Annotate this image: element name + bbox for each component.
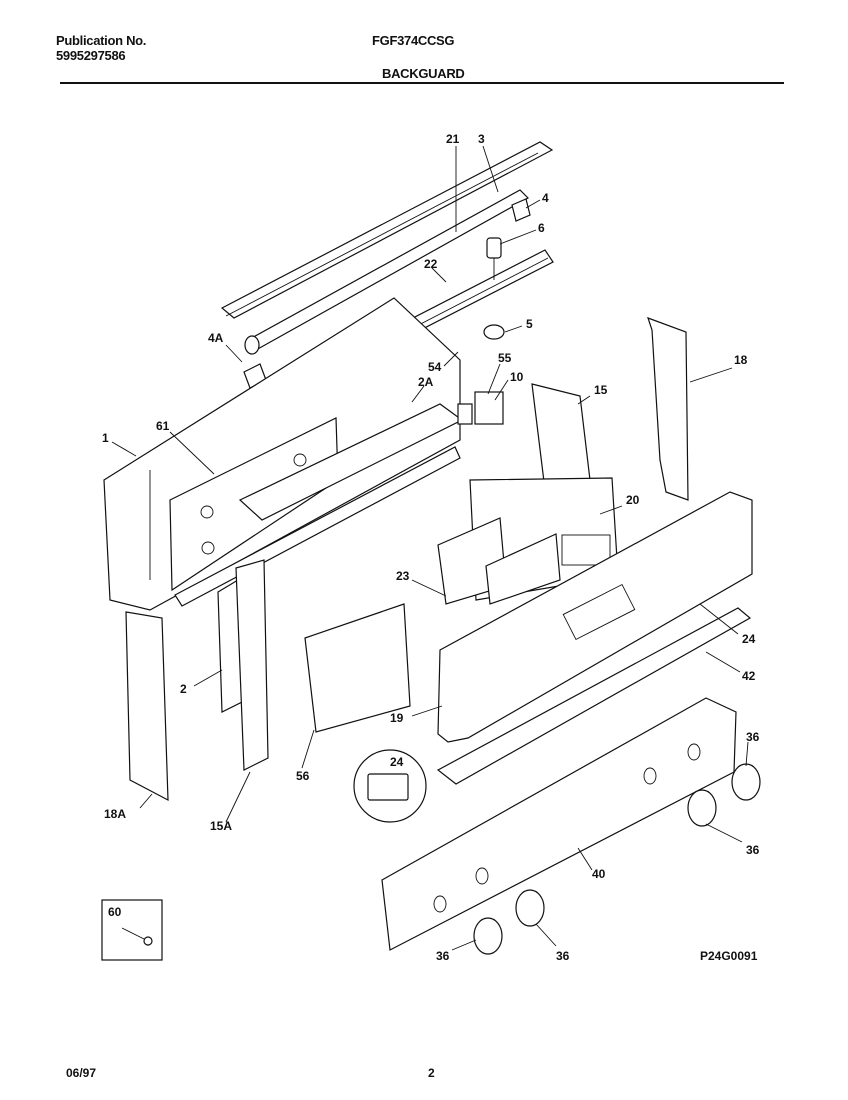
callout-40: 40 bbox=[592, 867, 606, 881]
footer-date: 06/97 bbox=[66, 1066, 97, 1080]
callout-2a: 2A bbox=[418, 375, 434, 389]
part-40-manifold-panel bbox=[381, 697, 737, 951]
part-19-control-panel bbox=[437, 491, 753, 743]
part-4-lamp-holder bbox=[511, 198, 531, 222]
part-6-starter bbox=[486, 237, 502, 280]
part-36-knobs bbox=[473, 763, 761, 955]
publication-number: 5995297586 bbox=[56, 48, 126, 63]
header-rule bbox=[60, 82, 784, 84]
part-10-transformer bbox=[457, 391, 504, 425]
callout-10: 10 bbox=[510, 370, 524, 384]
callout-3: 3 bbox=[478, 132, 485, 146]
part-21-top-trim bbox=[220, 141, 554, 319]
part-5-socket bbox=[483, 324, 505, 340]
callout-42: 42 bbox=[742, 669, 756, 683]
section-title: BACKGUARD bbox=[382, 66, 465, 81]
callout-22: 22 bbox=[424, 257, 438, 271]
callout-4: 4 bbox=[542, 191, 549, 205]
leader-lines bbox=[111, 145, 749, 951]
callout-36-right-bottom: 36 bbox=[746, 843, 760, 857]
callout-24-upper: 24 bbox=[742, 632, 756, 646]
callout-60: 60 bbox=[108, 905, 122, 919]
callout-1: 1 bbox=[102, 431, 109, 445]
callout-19: 19 bbox=[390, 711, 404, 725]
callout-56: 56 bbox=[296, 769, 310, 783]
part-23-clock-bracket bbox=[437, 517, 561, 605]
callout-labels: 21 3 4 6 22 5 4A 54 55 10 2A 15 18 1 61 … bbox=[102, 132, 760, 963]
callout-15a: 15A bbox=[210, 819, 232, 833]
part-18-end-cap bbox=[647, 317, 689, 501]
callout-15: 15 bbox=[594, 383, 608, 397]
callout-18a: 18A bbox=[104, 807, 126, 821]
callout-5: 5 bbox=[526, 317, 533, 331]
part-3-lamp-tube bbox=[244, 189, 529, 355]
callout-36-left: 36 bbox=[436, 949, 450, 963]
model-number: FGF374CCSG bbox=[372, 33, 455, 48]
callout-20: 20 bbox=[626, 493, 640, 507]
callout-24-detail: 24 bbox=[390, 755, 404, 769]
callout-18: 18 bbox=[734, 353, 748, 367]
part-56-cover bbox=[304, 603, 411, 733]
part-60-screw-box bbox=[101, 899, 163, 961]
part-24-switch-detail bbox=[353, 749, 427, 823]
callout-54: 54 bbox=[428, 360, 442, 374]
callout-36-right-top: 36 bbox=[746, 730, 760, 744]
footer-page: 2 bbox=[428, 1066, 435, 1080]
part-15-side-bracket bbox=[531, 383, 591, 491]
callout-6: 6 bbox=[538, 221, 545, 235]
callout-2: 2 bbox=[180, 682, 187, 696]
callout-21: 21 bbox=[446, 132, 460, 146]
part-42-trim-strip bbox=[436, 607, 752, 785]
callout-36-center: 36 bbox=[556, 949, 570, 963]
part-18a-end-cap bbox=[125, 611, 169, 802]
diagram-code: P24G0091 bbox=[700, 949, 758, 963]
part-15a-side-bracket bbox=[235, 559, 269, 771]
callout-4a: 4A bbox=[208, 331, 224, 345]
callout-23: 23 bbox=[396, 569, 410, 583]
callout-61: 61 bbox=[156, 419, 170, 433]
publication-label: Publication No. bbox=[56, 33, 147, 48]
callout-55: 55 bbox=[498, 351, 512, 365]
